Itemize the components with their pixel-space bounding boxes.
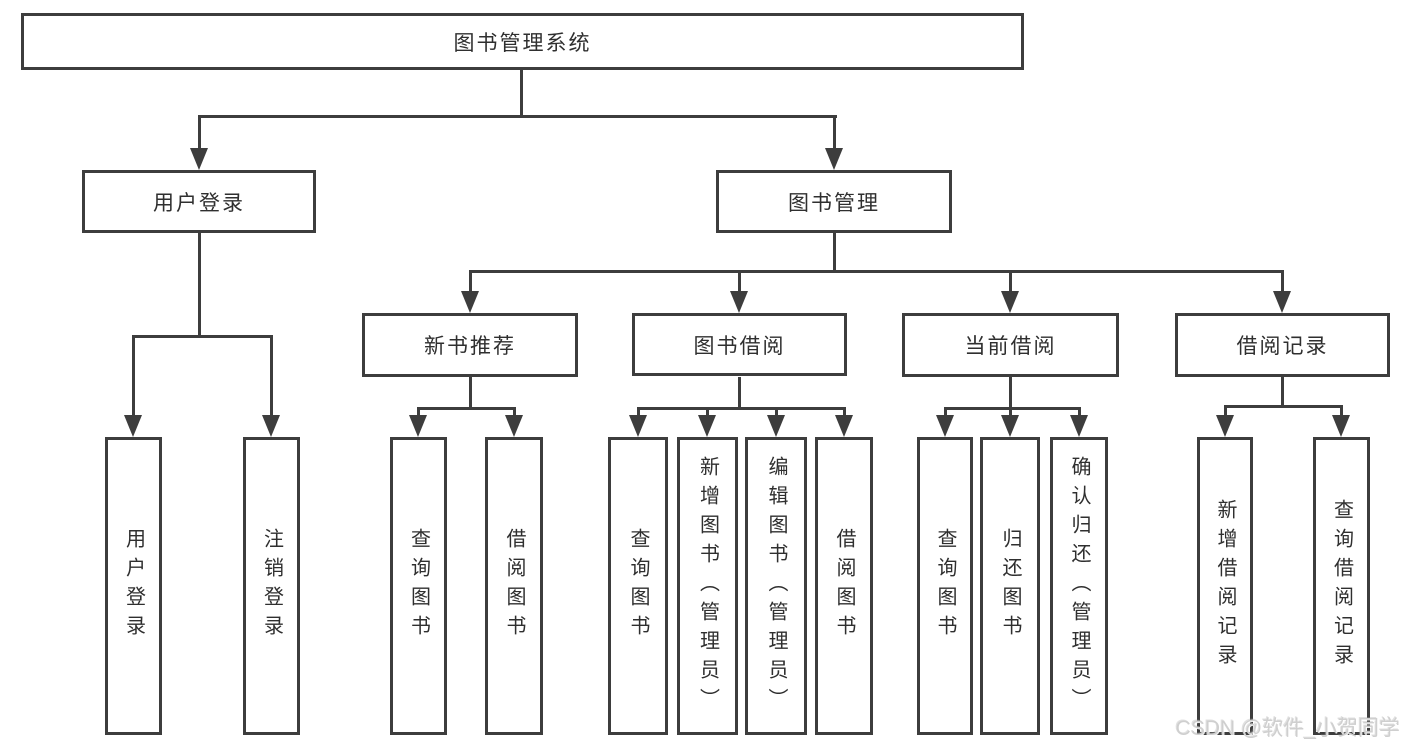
leaf-new-books-query: 查询图书 xyxy=(390,437,447,735)
leaf-book-borrow-add: 新增图书（管理员） xyxy=(677,437,738,735)
leaf-label: 新增图书（管理员） xyxy=(696,455,719,717)
connector-leaf-drop xyxy=(1340,405,1343,417)
connector-leaf-drop xyxy=(706,407,709,417)
node-book-mgmt-label: 图书管理 xyxy=(788,191,880,215)
connector-book-mgmt-stem xyxy=(833,233,836,272)
leaf-book-borrow-edit: 编辑图书（管理员） xyxy=(745,437,807,735)
connector-leaf-drop xyxy=(132,335,135,417)
connector-leaf-drop xyxy=(270,335,273,417)
connector-root-stem xyxy=(520,70,523,118)
connector-leaf-drop xyxy=(1224,405,1227,417)
connector-user-login-drop xyxy=(198,115,201,150)
arrowhead-down-icon xyxy=(262,415,280,437)
connector-new-books-bar xyxy=(417,407,515,410)
connector-leaf-drop xyxy=(417,407,420,417)
leaf-current-borrow-return: 归还图书 xyxy=(980,437,1040,735)
arrowhead-down-icon xyxy=(1332,415,1350,437)
node-new-books: 新书推荐 xyxy=(362,313,578,377)
node-current-borrow-label: 当前借阅 xyxy=(964,335,1057,358)
leaf-new-books-borrow: 借阅图书 xyxy=(485,437,543,735)
leaf-label: 查询图书 xyxy=(934,528,956,644)
connector-level3-drop xyxy=(1009,270,1012,293)
leaf-label: 注销登录 xyxy=(260,528,283,644)
connector-level3-bar xyxy=(469,270,1283,273)
arrowhead-down-icon xyxy=(629,415,647,437)
connector-leaf-drop xyxy=(637,407,640,417)
connector-current-borrow-bar xyxy=(944,407,1081,410)
connector-leaf-drop xyxy=(775,407,778,417)
arrowhead-down-icon xyxy=(1070,415,1088,437)
connector-current-borrow-stem xyxy=(1009,377,1012,409)
arrowhead-down-icon xyxy=(409,415,427,437)
leaf-label: 归还图书 xyxy=(999,528,1021,644)
leaf-current-borrow-confirm: 确认归还（管理员） xyxy=(1050,437,1108,735)
arrowhead-down-icon xyxy=(1216,415,1234,437)
node-root: 图书管理系统 xyxy=(21,13,1024,70)
connector-book-mgmt-drop xyxy=(833,115,836,150)
arrowhead-down-icon xyxy=(698,415,716,437)
node-book-borrow: 图书借阅 xyxy=(632,313,847,376)
leaf-label: 查询借阅记录 xyxy=(1330,499,1353,673)
connector-leaf-drop xyxy=(1009,407,1012,417)
connector-level3-drop xyxy=(469,270,472,293)
node-new-books-label: 新书推荐 xyxy=(424,335,516,358)
arrowhead-down-icon xyxy=(1001,291,1019,313)
leaf-label: 用户登录 xyxy=(122,528,145,644)
leaf-book-borrow-borrow: 借阅图书 xyxy=(815,437,873,735)
arrowhead-down-icon xyxy=(936,415,954,437)
connector-leaf-drop xyxy=(513,407,516,417)
leaf-user-login-logout: 注销登录 xyxy=(243,437,300,735)
connector-book-borrow-stem xyxy=(738,377,741,409)
arrowhead-down-icon xyxy=(124,415,142,437)
leaf-label: 借阅图书 xyxy=(833,528,855,644)
connector-user-login-stem xyxy=(198,233,201,337)
leaf-user-login-login: 用户登录 xyxy=(105,437,162,735)
connector-user-login-bar xyxy=(132,335,273,338)
arrowhead-down-icon xyxy=(505,415,523,437)
leaf-borrow-records-query: 查询借阅记录 xyxy=(1313,437,1370,735)
leaf-label: 编辑图书（管理员） xyxy=(765,455,787,717)
connector-leaf-drop xyxy=(843,407,846,417)
node-borrow-records-label: 借阅记录 xyxy=(1236,335,1329,358)
leaf-label: 借阅图书 xyxy=(503,528,525,644)
leaf-borrow-records-add: 新增借阅记录 xyxy=(1197,437,1253,735)
connector-level3-drop xyxy=(1281,270,1284,293)
connector-borrow-records-stem xyxy=(1281,377,1284,407)
leaf-label: 查询图书 xyxy=(407,528,430,644)
arrowhead-down-icon xyxy=(730,291,748,313)
connector-book-borrow-bar xyxy=(637,407,845,410)
leaf-book-borrow-query: 查询图书 xyxy=(608,437,668,735)
node-user-login-label: 用户登录 xyxy=(153,191,245,215)
node-borrow-records: 借阅记录 xyxy=(1175,313,1390,377)
connector-borrow-records-bar xyxy=(1224,405,1343,408)
node-user-login: 用户登录 xyxy=(82,170,316,233)
arrowhead-down-icon xyxy=(190,148,208,170)
node-book-mgmt: 图书管理 xyxy=(716,170,952,233)
connector-leaf-drop xyxy=(1078,407,1081,417)
arrowhead-down-icon xyxy=(1273,291,1291,313)
leaf-label: 查询图书 xyxy=(627,528,649,644)
arrowhead-down-icon xyxy=(1001,415,1019,437)
connector-level3-drop xyxy=(738,270,741,293)
leaf-current-borrow-query: 查询图书 xyxy=(917,437,973,735)
leaf-label: 新增借阅记录 xyxy=(1214,499,1236,673)
arrowhead-down-icon xyxy=(835,415,853,437)
node-current-borrow: 当前借阅 xyxy=(902,313,1119,377)
connector-leaf-drop xyxy=(944,407,947,417)
arrowhead-down-icon xyxy=(825,148,843,170)
arrowhead-down-icon xyxy=(767,415,785,437)
watermark: CSDN @软件_小贺同学 xyxy=(1175,717,1400,740)
connector-new-books-stem xyxy=(469,377,472,409)
node-root-label: 图书管理系统 xyxy=(453,31,592,55)
arrowhead-down-icon xyxy=(461,291,479,313)
leaf-label: 确认归还（管理员） xyxy=(1068,455,1090,717)
node-book-borrow-label: 图书借阅 xyxy=(693,334,786,358)
connector-level2-bar xyxy=(198,115,837,118)
